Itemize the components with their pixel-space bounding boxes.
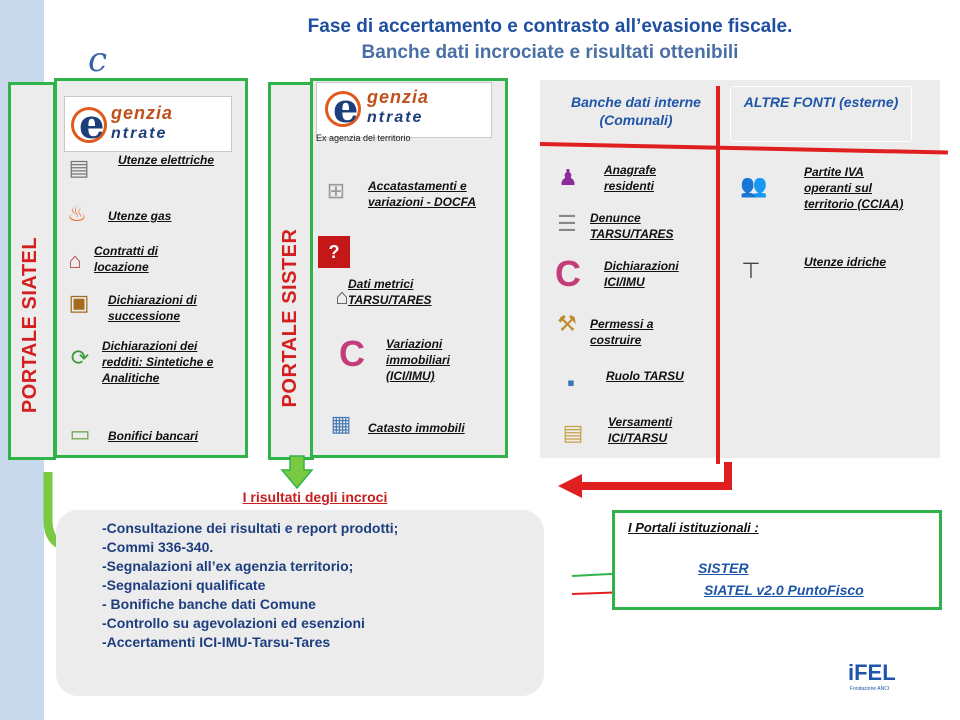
siatel-item: Utenze elettriche xyxy=(118,153,215,167)
external-item: Partite IVA operanti sul territorio (CCI… xyxy=(804,165,904,211)
house-cycle-icon: ⟳ xyxy=(70,345,90,370)
siatel-item: Utenze gas xyxy=(108,209,172,223)
sister-item: Accatastamenti e variazioni - DOCFA xyxy=(368,179,477,209)
agenzia-entrate-logo: e genzia ntrate xyxy=(316,82,492,138)
ifel-logo-subtitle: Fondazione ANCI xyxy=(850,686,890,692)
electric-meter-icon: ▤ xyxy=(68,155,90,180)
internal-item: Ruolo TARSU xyxy=(606,369,684,383)
red-vertical-divider xyxy=(716,86,720,464)
sister-item: Variazioni immobiliari (ICI/IMU) xyxy=(386,337,451,383)
siatel-portal-link[interactable]: SIATEL v2.0 PuntoFisco xyxy=(704,582,864,598)
document-icon: ☰ xyxy=(557,211,577,236)
decorative-c-glyph: c xyxy=(88,40,108,80)
crane-icon: ⚒ xyxy=(557,311,577,336)
floppy-disk-icon: ▪ xyxy=(567,370,575,395)
siatel-item: Dichiarazioni dei redditi: Sintetiche e … xyxy=(102,339,214,385)
briefcase-icon: ▣ xyxy=(68,290,90,315)
building-icon: ▦ xyxy=(330,411,352,436)
house-question-icon: ⌂ xyxy=(335,284,349,309)
siatel-label-box xyxy=(8,82,56,460)
siatel-item: Bonifici bancari xyxy=(108,429,199,443)
portals-title: I Portali istituzionali : xyxy=(628,520,759,535)
external-header-box xyxy=(730,86,912,142)
results-bullet: -Controllo su agevolazioni ed esenzioni xyxy=(102,615,365,631)
water-tap-icon: ⊤ xyxy=(741,258,761,283)
siatel-item: Dichiarazioni di successione xyxy=(108,293,197,323)
banknote-icon: ▭ xyxy=(69,421,91,446)
results-bullet: - Bonifiche banche dati Comune xyxy=(102,596,316,612)
internal-item: Versamenti ICI/TARSU xyxy=(608,415,673,445)
logo-caption: Ex agenzia del territorio xyxy=(316,133,411,143)
portals-box xyxy=(612,510,942,610)
green-down-arrow xyxy=(280,455,314,490)
results-panel xyxy=(56,510,544,696)
sister-item: Catasto immobili xyxy=(368,421,465,435)
red-arrow-head xyxy=(558,474,582,498)
house-icon: ⌂ xyxy=(68,248,82,273)
results-title: I risultati degli incroci xyxy=(242,489,388,505)
ici-logo-icon: C xyxy=(555,253,581,294)
results-bullet: -Consultazione dei risultati e report pr… xyxy=(102,520,399,536)
results-bullet: -Segnalazioni all’ex agenzia territorio; xyxy=(102,558,354,574)
internal-item: Permessi a costruire xyxy=(590,317,654,347)
results-list: -Consultazione dei risultati e report pr… xyxy=(102,519,532,652)
page-title: Fase di accertamento e contrasto all’eva… xyxy=(307,16,793,37)
external-sources-header: ALTRE FONTI (esterne) xyxy=(743,94,899,110)
logo-ring-icon xyxy=(325,91,361,127)
siatel-item: Contratti di locazione xyxy=(94,244,158,274)
results-bullet: -Segnalazioni qualificate xyxy=(102,577,266,593)
sister-panel xyxy=(310,78,508,458)
results-bullet: -Commi 336-340. xyxy=(102,539,214,555)
results-bullet: -Accertamenti ICI-IMU-Tarsu-Tares xyxy=(102,634,331,650)
flame-icon: ♨ xyxy=(67,201,87,226)
internal-item: Denunce TARSU/TARES xyxy=(590,211,674,241)
sister-item: Dati metrici TARSU/TARES xyxy=(348,277,432,307)
logo-ring-icon xyxy=(71,107,107,143)
ifel-logo: iFEL xyxy=(848,660,896,685)
people-icon: ♟ xyxy=(558,165,578,190)
business-people-icon: 👥 xyxy=(740,173,768,198)
internal-item: Anagrafe residenti xyxy=(604,163,657,193)
sister-label-box xyxy=(268,82,314,460)
internal-sources-header: Banche dati interne (Comunali) xyxy=(571,94,701,128)
agenzia-entrate-logo: e genzia ntrate xyxy=(64,96,232,152)
external-item: Utenze idriche xyxy=(804,255,887,269)
floor-plan-icon: ⊞ xyxy=(326,178,346,203)
ici-logo-icon: C xyxy=(339,333,365,374)
internal-item: Dichiarazioni ICI/IMU xyxy=(604,259,679,289)
red-bent-arrow xyxy=(580,462,732,490)
money-icon: ▤ xyxy=(562,420,584,445)
sister-portal-link[interactable]: SISTER xyxy=(698,560,749,576)
question-icon: ? xyxy=(318,236,350,268)
page-subtitle: Banche dati incrociate e risultati otten… xyxy=(361,42,739,63)
